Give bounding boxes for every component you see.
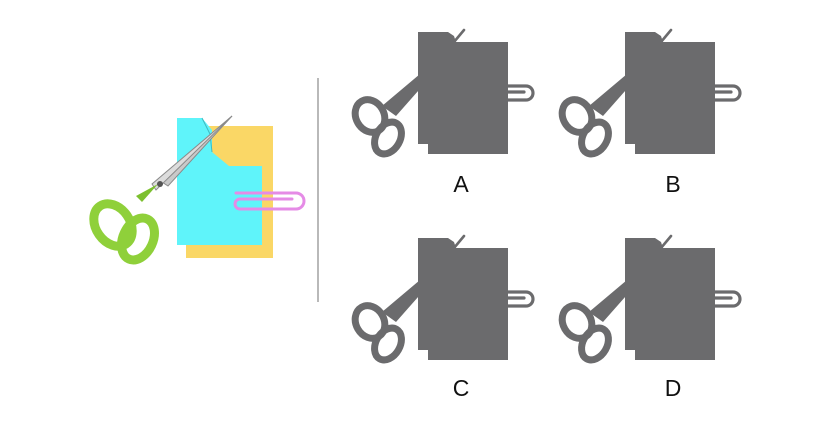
option-a-label[interactable]: A <box>453 171 469 197</box>
option-d-label[interactable]: D <box>664 375 682 401</box>
paper-clip-icon <box>233 191 306 211</box>
option-a-silhouette[interactable] <box>349 30 533 159</box>
option-c-silhouette[interactable] <box>349 236 533 365</box>
option-d-silhouette[interactable] <box>556 236 740 365</box>
option-b-label[interactable]: B <box>665 171 681 197</box>
reference-picture <box>89 115 306 265</box>
divider-line <box>317 78 319 302</box>
option-c-label[interactable]: C <box>452 375 470 401</box>
scissor-handle-icon <box>89 181 163 265</box>
option-b-silhouette[interactable] <box>556 30 740 159</box>
